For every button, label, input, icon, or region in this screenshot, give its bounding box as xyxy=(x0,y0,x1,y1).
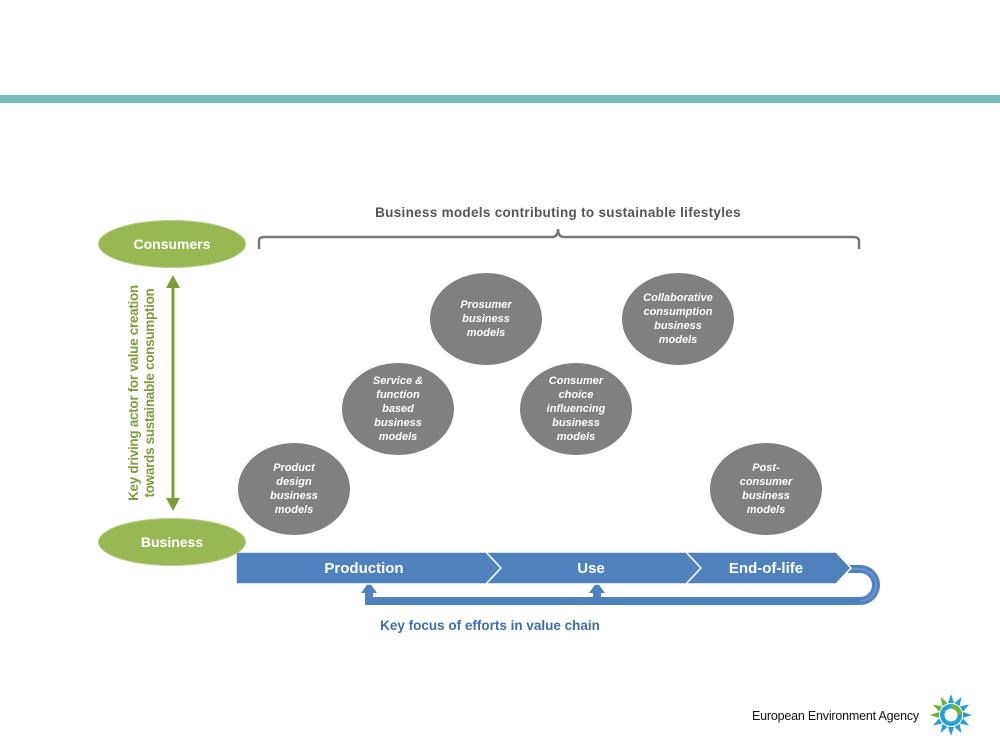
stage-end-of-life-label: End-of-life xyxy=(728,559,804,577)
product-design-circle: Product design business models xyxy=(238,443,350,535)
collaborative-consumption-circle: Collaborative consumption business model… xyxy=(622,273,734,365)
top-label: Business models contributing to sustaina… xyxy=(375,205,741,220)
top-bracket xyxy=(257,228,861,249)
consumers-ellipse: Consumers xyxy=(98,220,246,268)
eea-logo-text: European Environment Agency xyxy=(752,709,919,723)
vertical-label-line1: Key driving actor for value creation xyxy=(126,285,141,501)
bottom-label: Key focus of efforts in value chain xyxy=(380,618,600,633)
vertical-label: Key driving actor for value creation tow… xyxy=(126,278,158,508)
consumer-choice-circle: Consumer choice influencing business mod… xyxy=(520,363,632,455)
stage-production-label: Production xyxy=(324,559,404,577)
service-function-circle: Service & function based business models xyxy=(342,363,454,455)
stage-use-label: Use xyxy=(577,559,605,577)
post-consumer-circle: Post- consumer business models xyxy=(710,443,822,535)
header-accent-bar xyxy=(0,95,1000,103)
value-chain-bar xyxy=(235,551,853,585)
vertical-double-arrow xyxy=(166,275,180,511)
chevron-end-of-life xyxy=(684,551,853,585)
feedback-loop-arrow xyxy=(361,565,880,605)
eea-logo-icon xyxy=(930,694,972,736)
business-ellipse: Business xyxy=(98,518,246,566)
vertical-label-line2: towards sustainable consumption xyxy=(142,288,157,498)
prosumer-circle: Prosumer business models xyxy=(430,273,542,365)
